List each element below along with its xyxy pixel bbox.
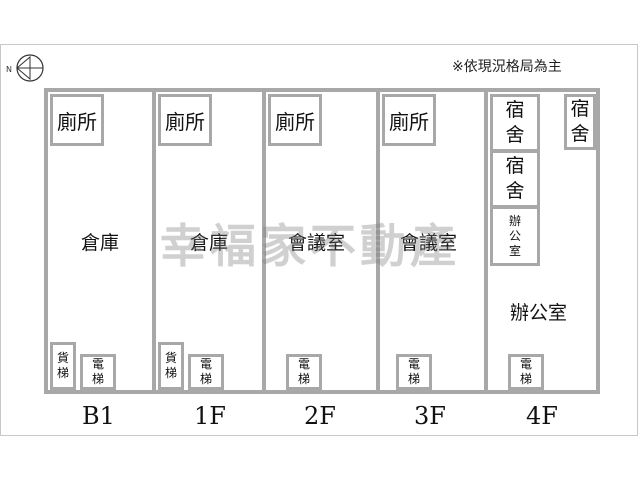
elevator: 電 梯 [188, 354, 224, 390]
toilet-label: 廁所 [165, 109, 205, 134]
dorm-label: 宿 舍 [570, 98, 590, 145]
floor-label-1f: 1F [194, 402, 226, 430]
dorm-label: 宿 舍 [505, 99, 525, 146]
small-office-room: 辦 公 室 [490, 206, 540, 266]
toilet-label: 廁所 [275, 109, 315, 134]
elevator: 電 梯 [80, 354, 116, 390]
watermark-text: 幸福家不動產 [160, 219, 460, 273]
dorm-label: 宿 舍 [505, 155, 525, 202]
floor-1f: 廁所 倉庫 貨 梯 電 梯 [152, 88, 266, 394]
room-label-storage: 倉庫 [190, 232, 229, 254]
elevator-label: 電 梯 [519, 357, 532, 386]
compass-letter: N [6, 65, 12, 74]
dorm-room: 宿 舍 [490, 150, 540, 208]
elevator-label: 電 梯 [407, 357, 420, 386]
small-office-label: 辦 公 室 [508, 213, 521, 258]
room-label-meeting: 會議室 [288, 232, 346, 254]
freight-elevator-label: 貨 梯 [164, 351, 177, 380]
freight-elevator: 貨 梯 [50, 342, 76, 390]
note-text: ※依現況格局為主 [452, 59, 562, 75]
floor-label-3f: 3F [414, 402, 446, 430]
toilet-room: 廁所 [50, 94, 104, 146]
plan-frame [0, 44, 638, 436]
toilet-room: 廁所 [268, 94, 322, 146]
floor-label-4f: 4F [526, 402, 558, 430]
toilet-label: 廁所 [57, 109, 97, 134]
room-label-meeting: 會議室 [400, 232, 458, 254]
room-label-storage: 倉庫 [81, 232, 120, 254]
elevator: 電 梯 [508, 354, 544, 390]
floor-3f: 廁所 會議室 電 梯 [376, 88, 488, 394]
compass-icon: N [6, 54, 44, 82]
freight-elevator: 貨 梯 [158, 342, 184, 390]
dorm-room: 宿 舍 [490, 94, 540, 152]
toilet-label: 廁所 [389, 109, 429, 134]
elevator: 電 梯 [396, 354, 432, 390]
freight-elevator-label: 貨 梯 [56, 351, 69, 380]
floor-b1: 廁所 倉庫 貨 梯 電 梯 [44, 88, 156, 394]
toilet-room: 廁所 [158, 94, 212, 146]
floor-label-b1: B1 [82, 402, 115, 430]
room-label-office: 辦公室 [510, 302, 568, 324]
floor-label-2f: 2F [304, 402, 336, 430]
toilet-room: 廁所 [382, 94, 436, 146]
floor-4f: 宿 舍 宿 舍 辦 公 室 宿 舍 辦公室 電 梯 [484, 88, 600, 394]
elevator-label: 電 梯 [297, 357, 310, 386]
elevator: 電 梯 [286, 354, 322, 390]
floor-2f: 廁所 會議室 電 梯 [262, 88, 380, 394]
elevator-label: 電 梯 [199, 357, 212, 386]
dorm-room: 宿 舍 [564, 94, 596, 150]
elevator-label: 電 梯 [91, 357, 104, 386]
